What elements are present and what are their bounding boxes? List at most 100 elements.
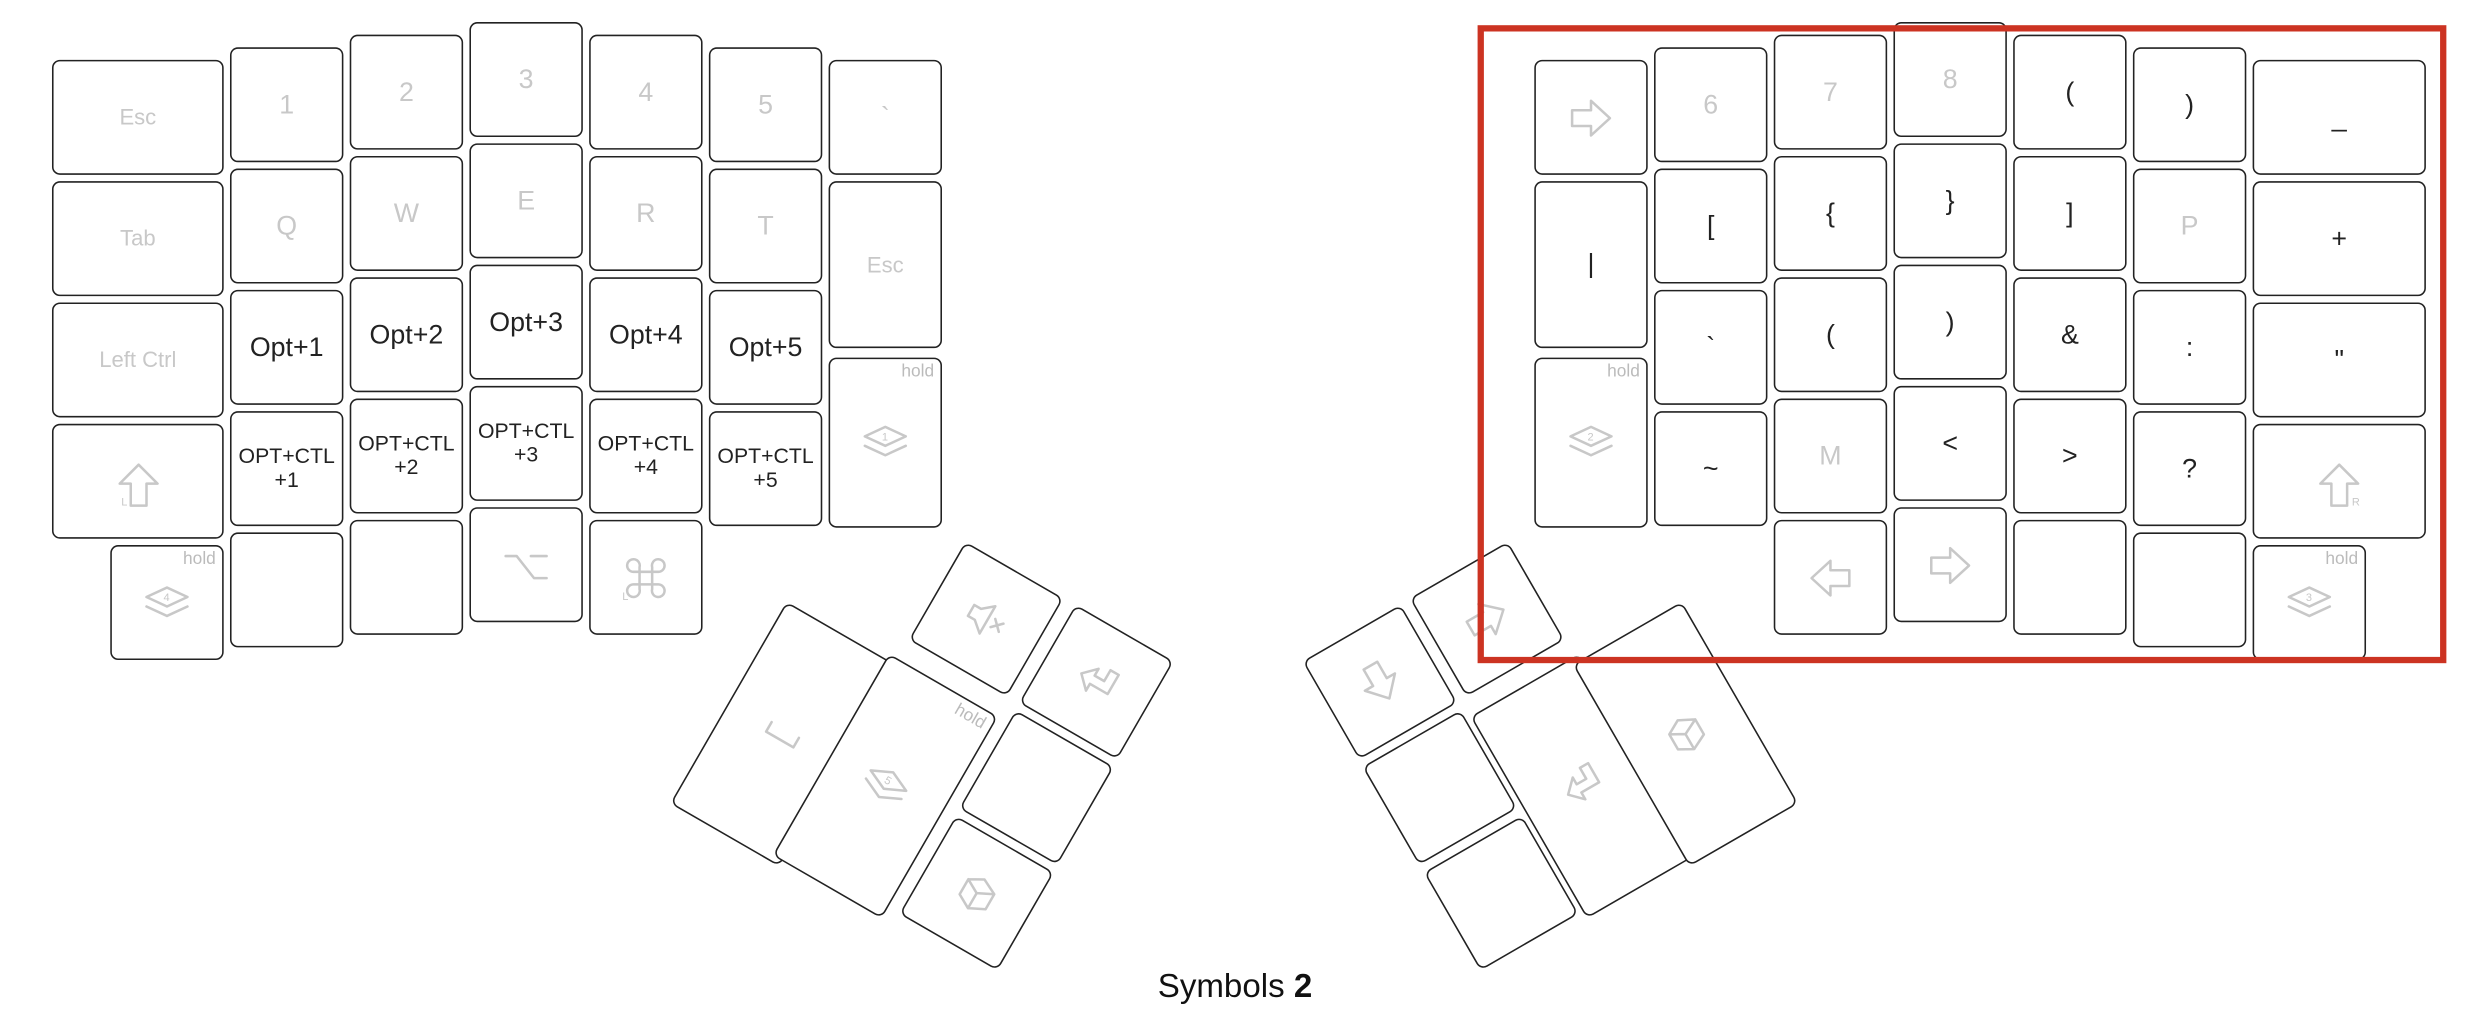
left-key-r3-c6[interactable]: Opt+5 [708,289,823,405]
left-key-r3-c4[interactable]: Opt+3 [469,264,583,380]
left-key-r5-c2[interactable] [229,532,344,648]
mute-icon-wrap [950,582,1023,655]
left-key-r1-c4[interactable]: 3 [469,22,583,138]
right-key-r4-c5[interactable]: > [2013,398,2127,514]
right-thumb-key-4[interactable] [1470,653,1696,919]
left-thumb-key-6[interactable] [899,815,1055,971]
key-label: & [2060,319,2079,350]
left-key-r4-c1[interactable]: L [51,423,224,539]
key-label: ) [2185,89,2195,120]
left-key-r3-c1[interactable]: Left Ctrl [51,302,224,418]
right-key-r3-c2[interactable]: ` [1654,289,1768,405]
left-key-r2-c3[interactable]: W [349,155,464,271]
left-key-r2-c5[interactable]: R [589,155,703,271]
right-key-r1-c4[interactable]: 8 [1893,22,2007,138]
right-key-r4-c6[interactable]: ? [2132,411,2247,527]
right-key-r2-c1[interactable]: | [1534,181,1648,349]
right-key-r1-c5[interactable]: ( [2013,34,2127,150]
left-thumb-key-4[interactable] [1018,604,1174,760]
left-key-r1-c6[interactable]: 5 [708,47,823,163]
key-label: : [2185,331,2194,362]
left-key-r2-c1[interactable]: Tab [51,181,224,297]
enter-icon [1080,667,1120,696]
arrow-right-icon [1930,546,1971,584]
right-key-r4-c7[interactable]: R [2252,423,2426,539]
right-key-r3-c7[interactable]: " [2252,302,2426,418]
right-key-r1-c3[interactable]: 7 [1773,34,1888,150]
right-key-r5-c6[interactable] [2132,532,2247,648]
left-key-r1-c3[interactable]: 2 [349,34,464,150]
key-label: 3 [518,63,534,94]
cube-icon-wrap [940,857,1013,930]
layer-number: 2 [1293,968,1313,1006]
key-label: < [1942,427,1958,458]
right-key-r1-c7[interactable]: _ [2252,59,2426,175]
key-label: ) [1945,306,1955,337]
left-key-r3-c3[interactable]: Opt+2 [349,277,464,393]
right-key-r2-c4[interactable]: } [1893,143,2007,259]
key-label: Q [276,210,298,241]
layer-4-icon: 4 [145,585,189,617]
key-label: ( [1825,319,1835,350]
left-key-r1-c5[interactable]: 4 [589,34,703,150]
left-key-r1-c2[interactable]: 1 [229,47,344,163]
left-key-r4-c6[interactable]: OPT+CTL +5 [708,411,823,527]
right-key-r5-c4[interactable] [1893,507,2007,623]
left-key-r1-c7[interactable]: ` [828,59,943,175]
left-key-r4-c3[interactable]: OPT+CTL +2 [349,398,464,514]
key-label: OPT+CTL +1 [238,444,335,491]
key-label: 1 [279,89,295,120]
left-thumb-key-1[interactable] [670,601,896,867]
layer-3-icon: 3 [2287,585,2332,617]
right-key-r5-c3[interactable] [1773,519,1888,635]
right-key-r1-c2[interactable]: 6 [1654,47,1768,163]
cube-icon [958,877,996,911]
right-thumb-key-1[interactable] [1302,604,1458,760]
left-key-r2-c6[interactable]: T [708,168,823,284]
key-label: _ [2331,101,2347,132]
left-key-r3-c5[interactable]: Opt+4 [589,277,703,393]
right-key-r3-c5[interactable]: & [2013,277,2127,393]
right-key-r2-c7[interactable]: + [2252,181,2426,297]
left-key-r2-c4[interactable]: E [469,143,583,259]
left-key-r1-c1[interactable]: Esc [51,59,224,175]
left-key-r4-c4[interactable]: OPT+CTL +3 [469,385,583,501]
right-key-r4-c2[interactable]: ~ [1654,411,1768,527]
key-label: OPT+CTL +5 [717,444,814,491]
right-key-r2-c5[interactable]: ] [2013,155,2127,271]
left-key-r5-c4[interactable] [469,507,583,623]
right-key-r3-c4[interactable]: ) [1893,264,2007,380]
left-key-r3-c2[interactable]: Opt+1 [229,289,344,405]
left-key-r5-c5[interactable]: L [589,519,703,635]
left-key-r4-c2[interactable]: OPT+CTL +1 [229,411,344,527]
left-key-r5-c3[interactable] [349,519,464,635]
right-key-r1-c1[interactable] [1534,59,1648,175]
arrow-right-icon-wrap [1923,538,1977,592]
right-key-r2-c3[interactable]: { [1773,155,1888,271]
hold-label: hold [1607,362,1640,382]
right-key-r4-c4[interactable]: < [1893,385,2007,501]
right-key-r2-c2[interactable]: [ [1654,168,1768,284]
right-key-r3-c6[interactable]: : [2132,289,2247,405]
key-label: 5 [758,89,774,120]
right-key-r3-c3[interactable]: ( [1773,277,1888,393]
arrow-left-icon [1810,558,1851,596]
right-thumb-key-5[interactable] [1572,601,1799,867]
left-key-r2-c7[interactable]: Esc [828,181,943,349]
left-thumb-key-2[interactable] [908,541,1064,697]
left-key-r2-c2[interactable]: Q [229,168,344,284]
key-label: 8 [1942,63,1958,94]
option-icon-wrap [499,538,553,592]
left-key-r4-c5[interactable]: OPT+CTL +4 [589,398,703,514]
key-label: Esc [119,104,157,130]
mute-icon [966,603,1005,635]
right-key-r4-c3[interactable]: M [1773,398,1888,514]
right-key-r2-c6[interactable]: P [2132,168,2247,284]
right-key-r1-c6[interactable]: ) [2132,47,2247,163]
right-key-r5-c5[interactable] [2013,519,2127,635]
